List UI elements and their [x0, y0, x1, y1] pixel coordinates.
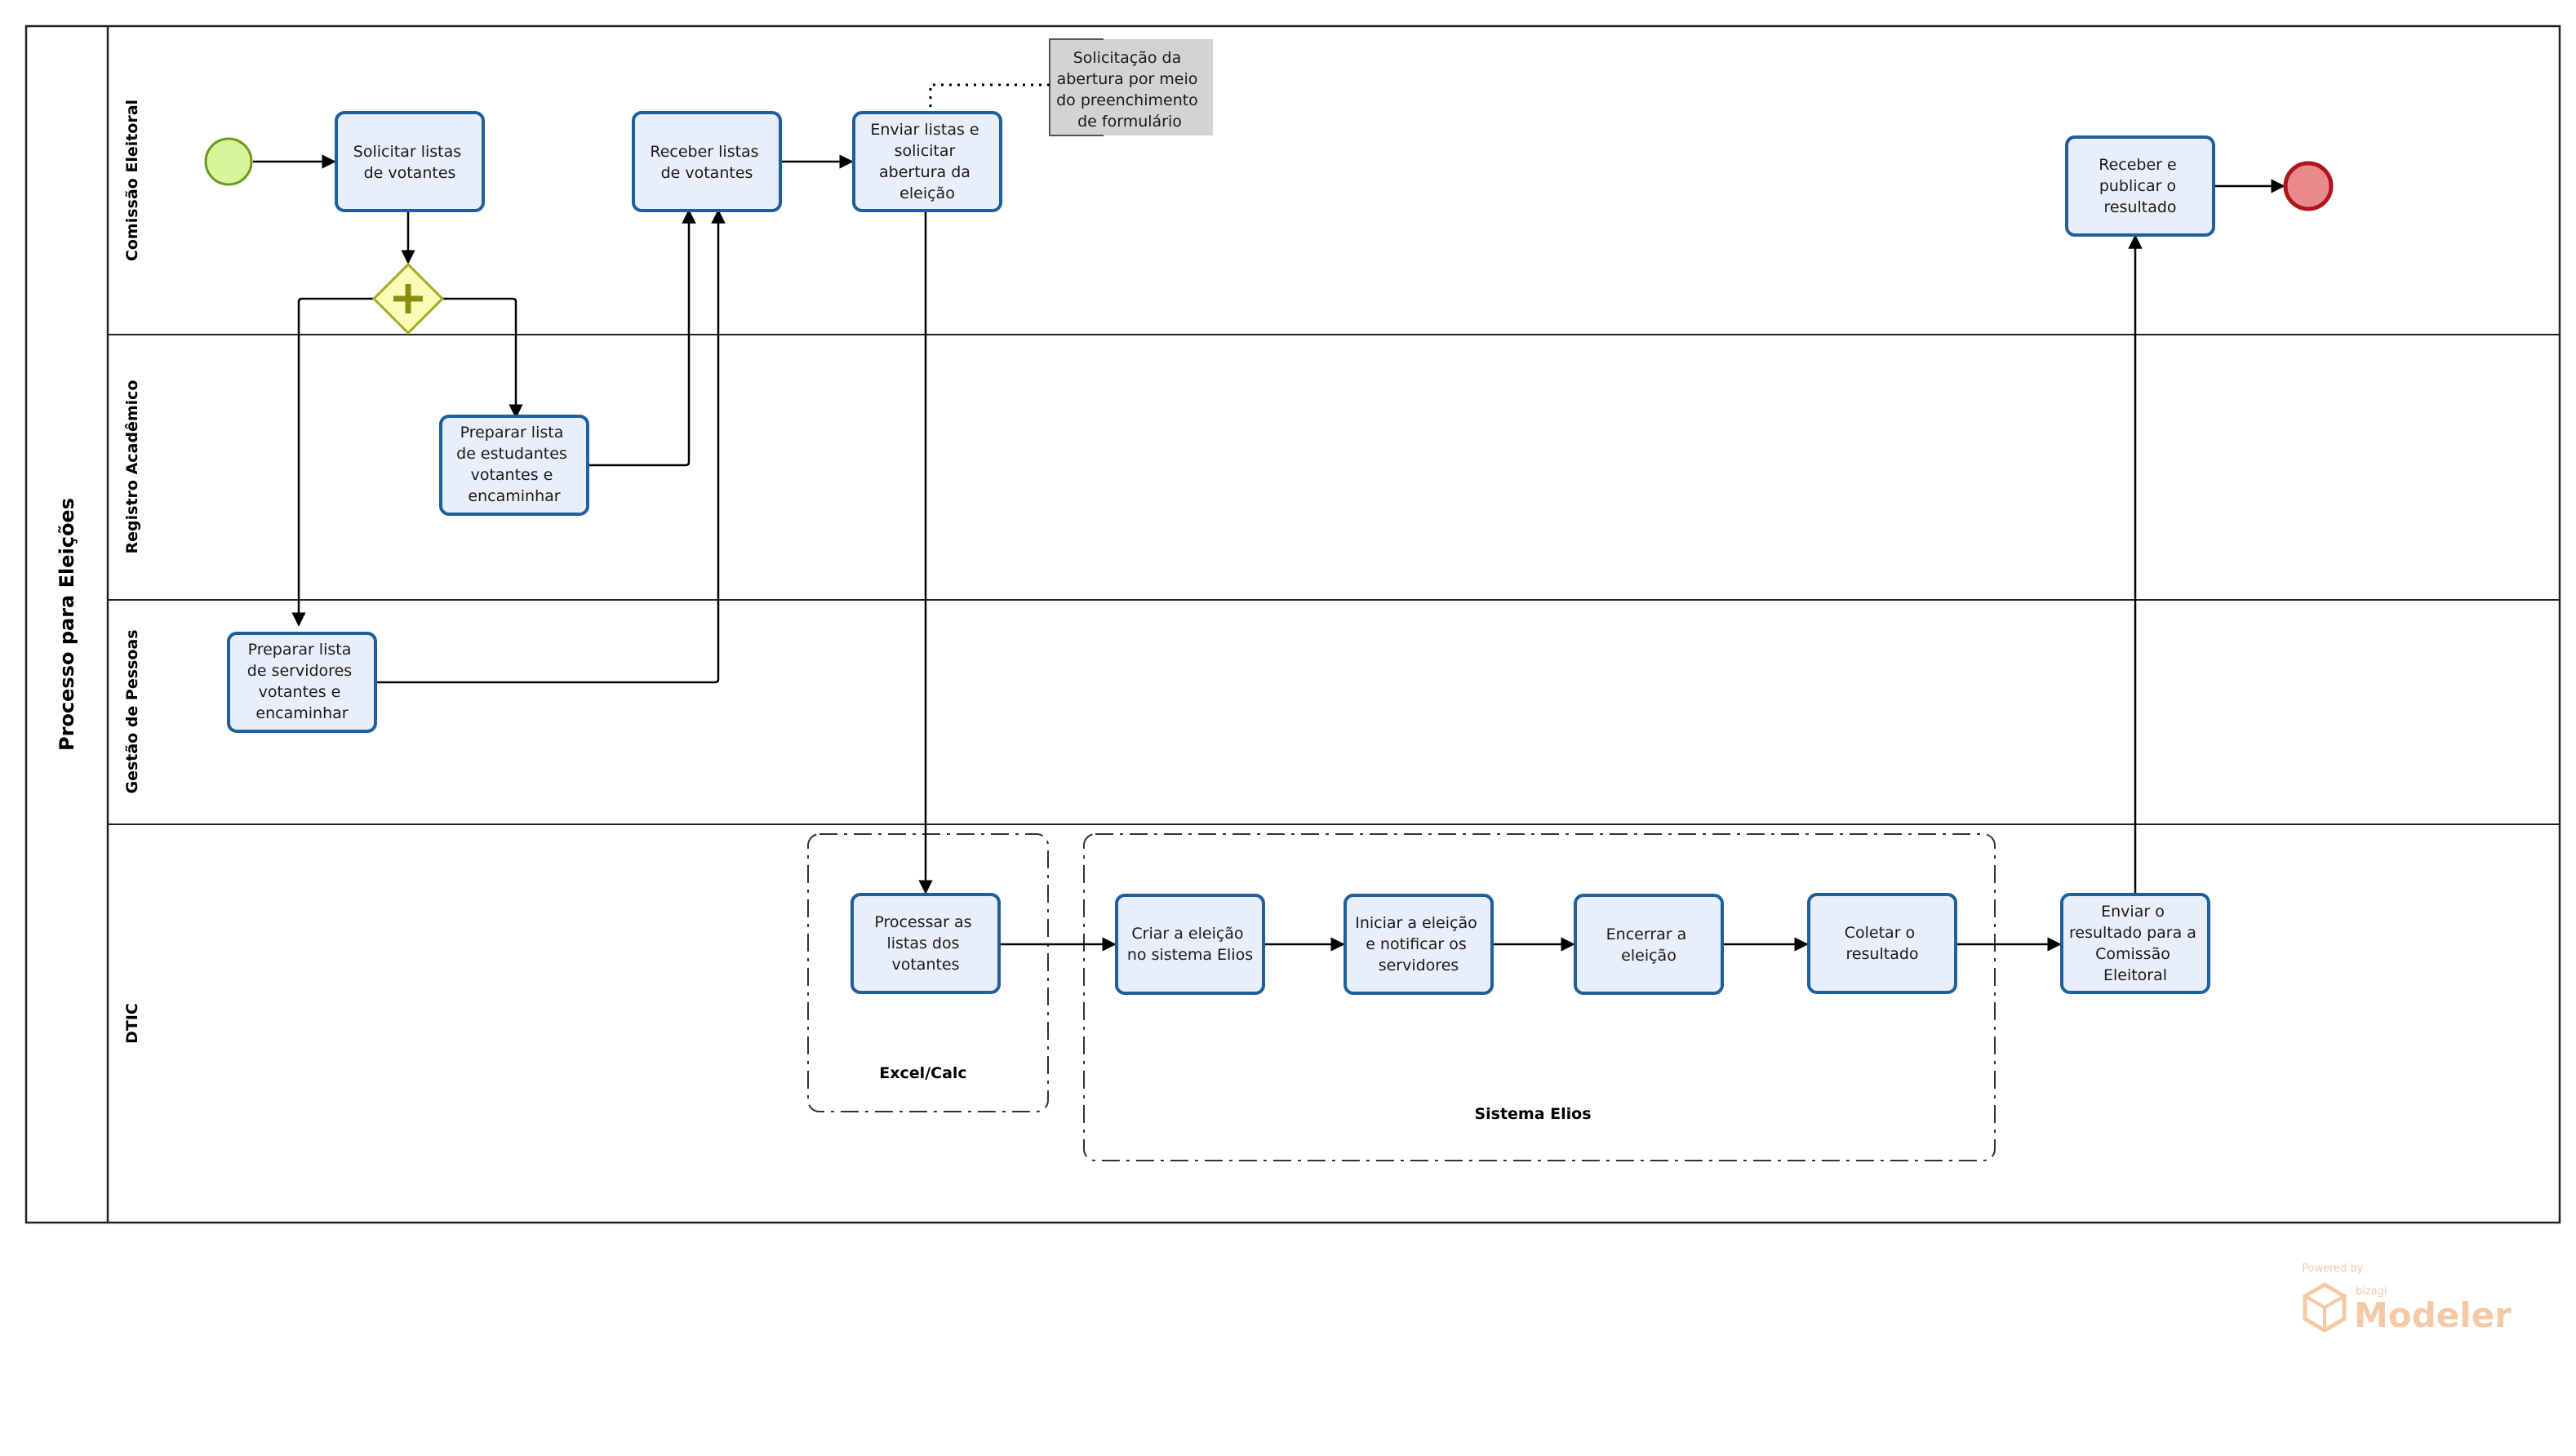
watermark-powered-by: Powered by — [2302, 1263, 2364, 1275]
task-iniciar-eleicao[interactable]: Iniciar a eleição e notificar os servido… — [1344, 894, 1494, 995]
task-receber-publicar[interactable]: Receber e publicar o resultado — [2065, 135, 2215, 237]
svg-text:Receber e publicar o: Receber e publicar o resultado — [2099, 156, 2182, 216]
svg-text:Enviar o resultado para: Enviar o resultado para a Comissão Eleit… — [2069, 903, 2201, 984]
svg-text:Iniciar a eleição e noti: Iniciar a eleição e notificar os servido… — [1355, 914, 1482, 974]
end-event[interactable] — [2283, 161, 2334, 211]
task-solicitar-listas[interactable]: Solicitar listas de votantes — [335, 111, 485, 212]
svg-text:Encerrar a eleição: Encerrar a eleição — [1606, 926, 1692, 965]
watermark-brand: bizagi — [2356, 1285, 2387, 1298]
bizagi-logo-icon — [2303, 1282, 2347, 1333]
task-processar-listas[interactable]: Processar as listas dos votantes — [851, 893, 1001, 994]
annotation-line-1: Solicitação da — [1073, 49, 1182, 67]
task-enviar-resultado[interactable]: Enviar o resultado para a Comissão Eleit… — [2060, 893, 2210, 994]
parallel-gateway[interactable] — [371, 262, 445, 335]
task-receber-listas[interactable]: Receber listas de votantes — [632, 111, 782, 212]
svg-text:Preparar lista de estuda: Preparar lista de estudantes votantes e … — [456, 424, 572, 505]
svg-text:Receber listas de votant: Receber listas de votantes — [650, 143, 763, 182]
svg-text:Processar as listas dos: Processar as listas dos votantes — [874, 913, 976, 974]
bizagi-watermark: Powered by bizagi Modeler — [2302, 1263, 2512, 1335]
svg-text:Enviar listas e solicita: Enviar listas e solicitar abertura da el… — [870, 121, 984, 202]
annotation-line-2: abertura por meio — [1057, 70, 1198, 88]
lane-label-comissao: Comissão Eleitoral — [123, 100, 141, 261]
group-excel-label: Excel/Calc — [879, 1064, 966, 1082]
task-preparar-estudantes[interactable]: Preparar lista de estudantes votantes e … — [439, 415, 589, 516]
sequence-flows — [253, 154, 2285, 952]
svg-text:Criar a eleição no siste: Criar a eleição no sistema Elios — [1127, 925, 1253, 964]
task-coletar-resultado[interactable]: Coletar o resultado — [1807, 893, 1957, 994]
svg-text:Coletar o resultado: Coletar o resultado — [1845, 924, 1920, 963]
group-sistema-elios: Sistema Elios — [1083, 833, 1996, 1161]
svg-text:Solicitar listas de vota: Solicitar listas de votantes — [353, 143, 466, 182]
lane-label-registro: Registro Acadêmico — [123, 380, 141, 554]
task-encerrar-eleicao[interactable]: Encerrar a eleição — [1574, 894, 1724, 995]
group-elios-label: Sistema Elios — [1474, 1105, 1591, 1123]
annotation-line-3: do preenchimento — [1056, 91, 1198, 109]
lane-label-dtic: DTIC — [123, 1003, 141, 1044]
svg-text:Solicitação da abertura: Solicitação da abertura por meio do pree… — [1056, 49, 1203, 131]
task-enviar-listas[interactable]: Enviar listas e solicitar abertura da el… — [852, 111, 1002, 212]
group-excel-calc: Excel/Calc — [807, 833, 1049, 1112]
lane-label-gestao: Gestão de Pessoas — [123, 629, 141, 793]
watermark-product: Modeler — [2354, 1295, 2512, 1335]
task-criar-eleicao[interactable]: Criar a eleição no sistema Elios — [1115, 894, 1265, 995]
annotation-line-4: de formulário — [1077, 113, 1182, 131]
pool-title: Processo para Eleições — [56, 498, 78, 751]
start-event[interactable] — [204, 137, 253, 186]
svg-text:Preparar lista de servid: Preparar lista de servidores votantes e … — [247, 641, 357, 722]
task-preparar-servidores[interactable]: Preparar lista de servidores votantes e … — [227, 632, 377, 733]
text-annotation: Solicitação da abertura por meio do pree… — [929, 38, 1213, 136]
